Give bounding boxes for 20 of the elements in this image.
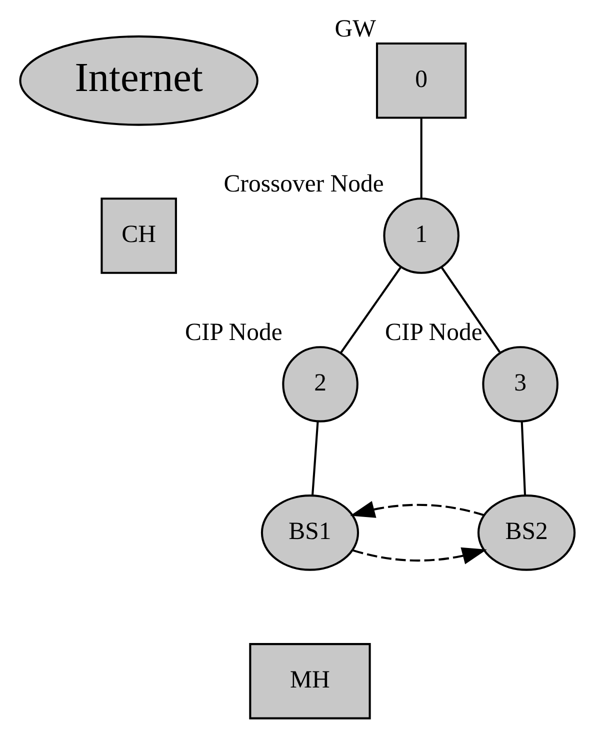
node-box: 0 [376,42,467,119]
arrow [352,547,487,564]
connector [520,422,526,496]
node-box: MH [249,643,371,720]
connector [440,266,500,353]
node-circle: 1 [383,198,460,274]
node-box: CH [100,198,177,274]
node-label: CIP Node [385,319,482,346]
node-ellipse: Internet [19,35,258,126]
node-label: CIP Node [185,319,282,346]
node-circle: 3 [482,346,558,422]
node-ellipse: BS1 [260,494,360,571]
node-label: GW [334,16,376,43]
connector [311,422,319,496]
node-label: Crossover Node [224,170,384,198]
arrow [350,501,484,518]
node-ellipse: BS2 [477,494,576,571]
connector [420,118,422,198]
node-circle: 2 [282,346,358,422]
connector [340,266,402,354]
